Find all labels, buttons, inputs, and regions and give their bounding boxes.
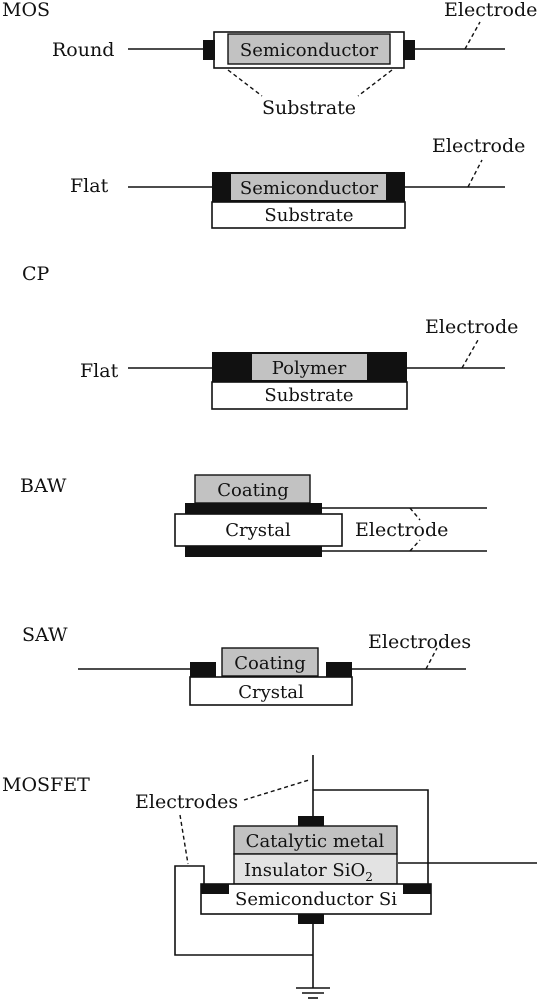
cp-flat-label: Flat xyxy=(80,360,119,382)
mos-round-semiconductor xyxy=(227,33,391,65)
mosfet-body-electrode xyxy=(298,914,324,924)
saw-crystal xyxy=(189,676,353,706)
mosfet-source-wire xyxy=(174,865,313,956)
cp-substrate xyxy=(211,381,408,410)
baw-electrode-leader-bottom xyxy=(409,539,421,552)
mos-substrate-leader-left xyxy=(227,69,263,97)
cp-heading: CP xyxy=(22,263,50,285)
baw-coating-label: Coating xyxy=(217,480,288,501)
mosfet-heading: MOSFET xyxy=(2,774,90,796)
mos-round-label: Round xyxy=(52,39,114,61)
mosfet-catalytic-metal-label: Catalytic metal xyxy=(246,831,385,852)
cp-electrode-leader xyxy=(461,339,479,369)
cp-electrode-label: Electrode xyxy=(425,316,518,338)
mos-round-semiconductor-label: Semiconductor xyxy=(240,40,379,61)
ground-icon xyxy=(296,987,330,999)
baw-electrode-bottom xyxy=(185,546,322,557)
mosfet-drain-electrode xyxy=(403,884,431,894)
mosfet-semiconductor xyxy=(200,883,432,915)
mos-round-substrate-label: Substrate xyxy=(262,97,356,119)
mos-flat-substrate xyxy=(211,201,406,229)
mos-flat-substrate-label: Substrate xyxy=(264,205,353,226)
mosfet-source-electrode xyxy=(201,884,229,894)
cp-polymer xyxy=(252,354,367,380)
mosfet-electrodes-leader-left xyxy=(179,814,189,865)
mosfet-semiconductor-label: Semiconductor Si xyxy=(235,889,397,910)
saw-electrodes-leader xyxy=(425,647,438,670)
saw-coating-label: Coating xyxy=(234,653,305,674)
mos-substrate-leader-right xyxy=(357,69,393,97)
baw-coating xyxy=(194,474,311,504)
baw-crystal xyxy=(174,513,343,547)
mos-flat-label: Flat xyxy=(70,175,109,197)
saw-electrode-left xyxy=(190,662,216,677)
saw-crystal-label: Crystal xyxy=(238,682,304,703)
mos-round-electrode-right xyxy=(403,40,415,60)
mosfet-insulator-label-main: Insulator SiO xyxy=(244,860,365,881)
baw-heading: BAW xyxy=(20,475,67,497)
mosfet-insulator-label: Insulator SiO2 xyxy=(244,860,373,884)
mosfet-insulator-subscript: 2 xyxy=(365,870,373,884)
mos-flat-semiconductor-label: Semiconductor xyxy=(240,178,379,199)
saw-electrode-right xyxy=(326,662,352,677)
mosfet-drain-wire xyxy=(313,789,429,884)
mos-round-electrode-left xyxy=(203,40,215,60)
baw-electrode-top xyxy=(185,503,322,514)
cp-substrate-label: Substrate xyxy=(264,385,353,406)
mosfet-electrodes-label: Electrodes xyxy=(135,791,238,813)
saw-coating xyxy=(221,647,319,677)
mosfet-electrodes-leader-top xyxy=(243,779,310,801)
mos-round-electrode-leader xyxy=(464,21,481,50)
mosfet-gate-electrode xyxy=(298,816,324,826)
saw-electrodes-label: Electrodes xyxy=(368,631,471,653)
mosfet-catalytic-metal xyxy=(233,825,398,855)
mos-flat-electrode-leader xyxy=(467,159,483,188)
mos-flat-electrode-label: Electrode xyxy=(432,135,525,157)
mos-round-electrode-label: Electrode xyxy=(444,0,537,21)
baw-crystal-label: Crystal xyxy=(225,520,291,541)
mos-heading: MOS xyxy=(2,0,50,21)
mos-flat-semiconductor xyxy=(231,174,386,200)
cp-polymer-label: Polymer xyxy=(272,358,347,379)
baw-electrode-leader-top xyxy=(409,507,421,521)
baw-electrode-label: Electrode xyxy=(355,519,448,541)
saw-heading: SAW xyxy=(22,624,68,646)
